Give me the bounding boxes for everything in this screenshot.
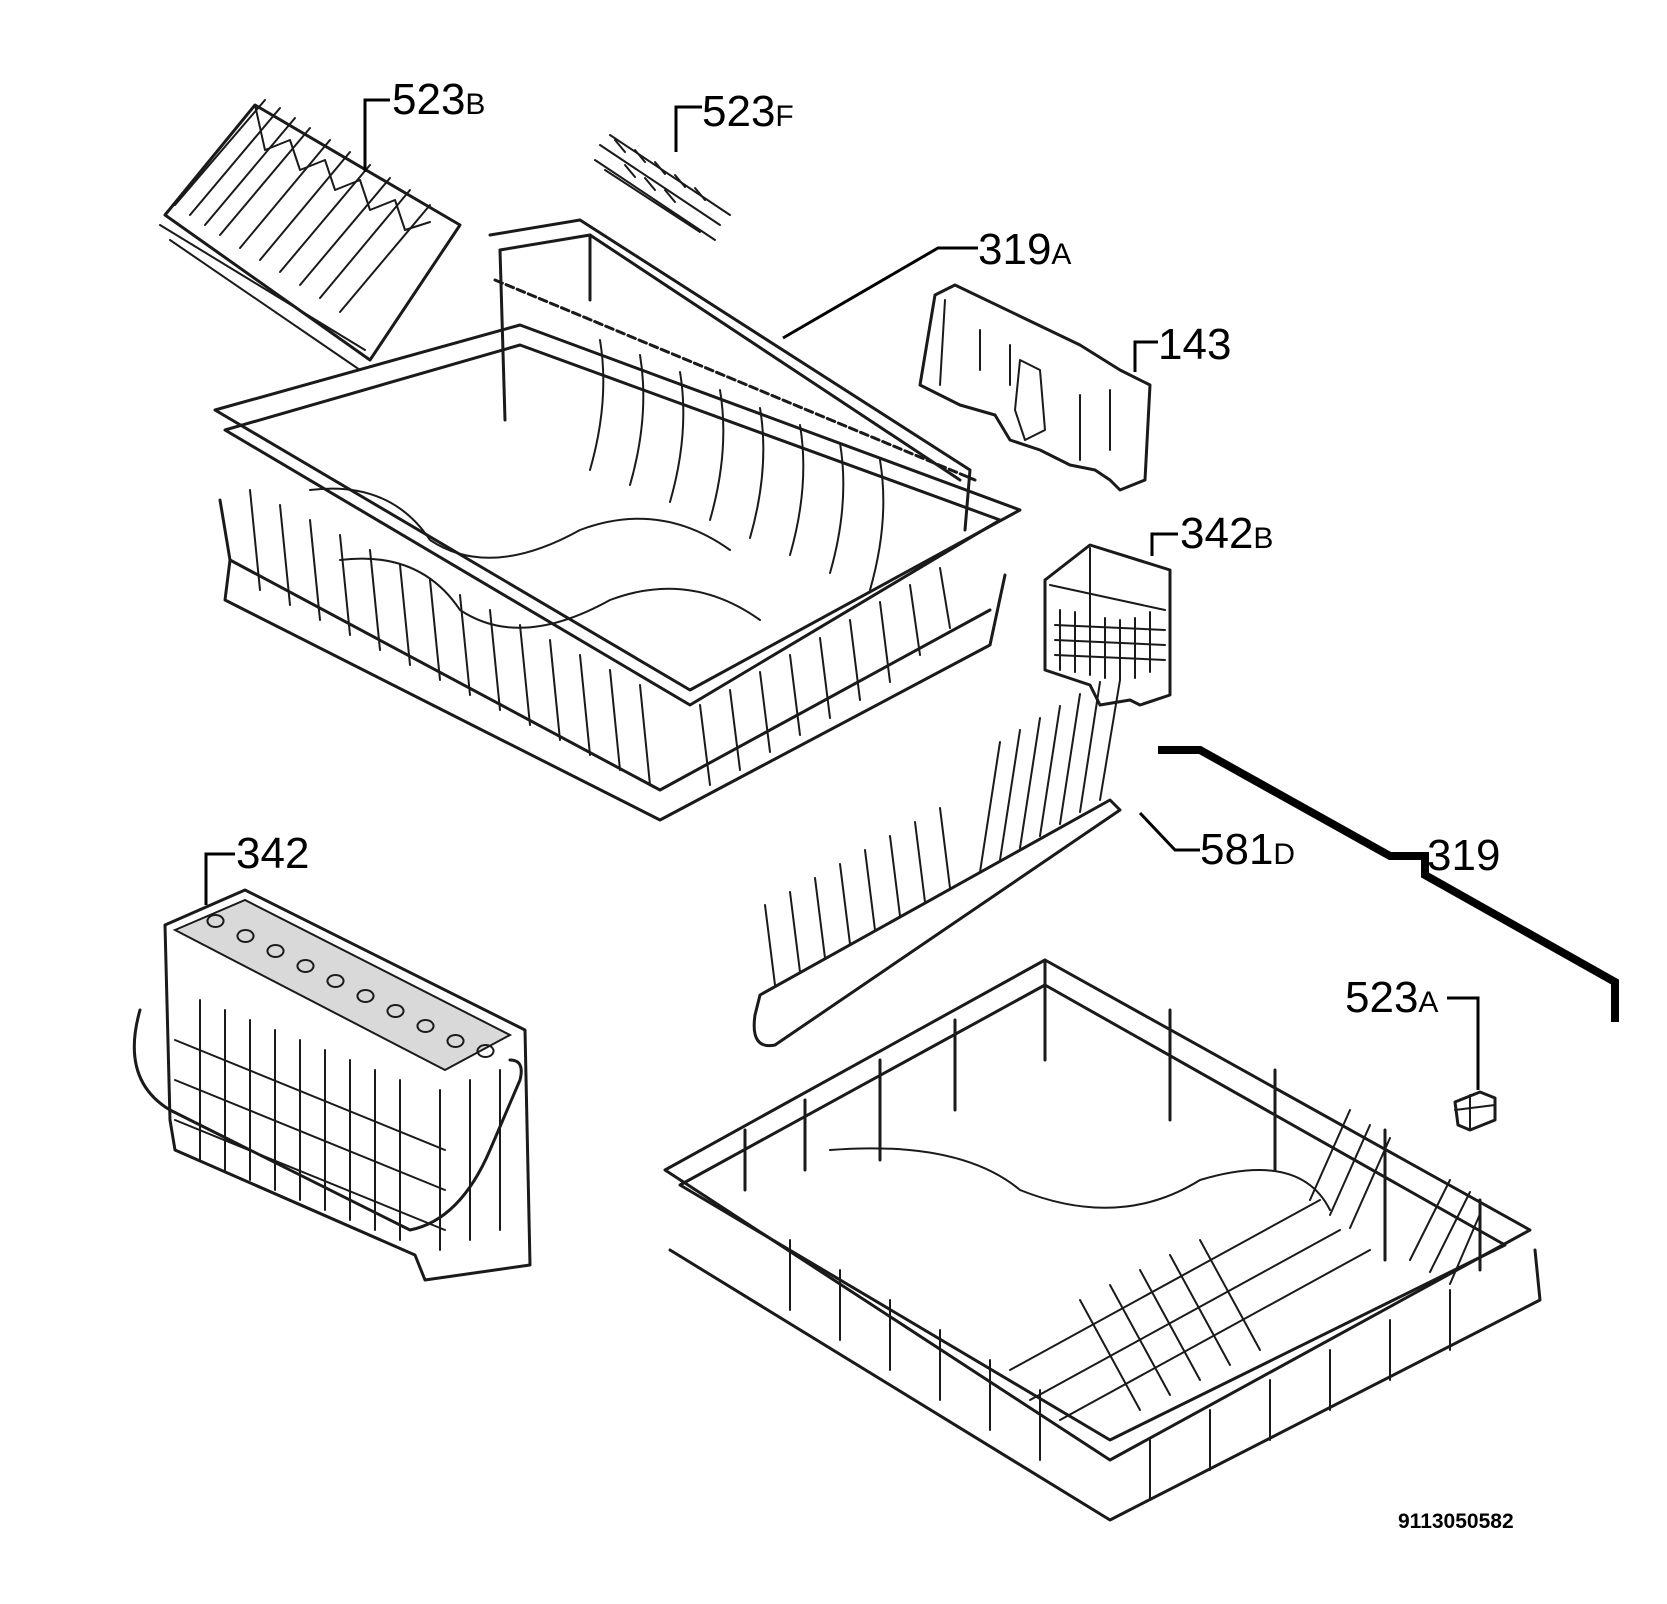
part-143-bracket [918, 283, 1152, 492]
leader-lines [204, 98, 1619, 1090]
part-342b-small-cutlery-basket [1043, 543, 1172, 707]
part-342-large-cutlery-basket [132, 888, 532, 1282]
label-319a: 319A [978, 225, 1071, 274]
part-523a-plug [1453, 1090, 1497, 1132]
part-523f-clips [594, 134, 731, 241]
leader-342b [1150, 532, 1178, 556]
label-143: 143 [1158, 320, 1231, 369]
label-319: 319 [1427, 831, 1500, 880]
leader-581d [1138, 811, 1200, 852]
label-523a: 523A [1345, 973, 1438, 1022]
label-581d: 581D [1200, 825, 1295, 874]
part-581d-tine-rack [752, 679, 1122, 1048]
leader-319a [782, 246, 978, 340]
label-523b: 523B [392, 75, 485, 124]
leader-143 [1133, 340, 1158, 372]
leader-319 [1158, 746, 1619, 1022]
leader-523a [1447, 996, 1480, 1090]
part-319a-upper-basket [213, 218, 1022, 822]
label-342b: 342B [1180, 509, 1273, 558]
label-523f: 523F [702, 87, 794, 136]
part-319-lower-basket [663, 958, 1542, 1522]
label-342: 342 [236, 829, 309, 878]
part-labels: 523B 523F 319A 143 342B 342 581D 319 523… [236, 75, 1500, 1022]
part-523b-cup-rack [159, 99, 462, 371]
leader-523b [363, 98, 390, 172]
document-number: 9113050582 [1398, 1510, 1514, 1533]
leader-342 [204, 852, 235, 905]
leader-523f [674, 105, 702, 152]
